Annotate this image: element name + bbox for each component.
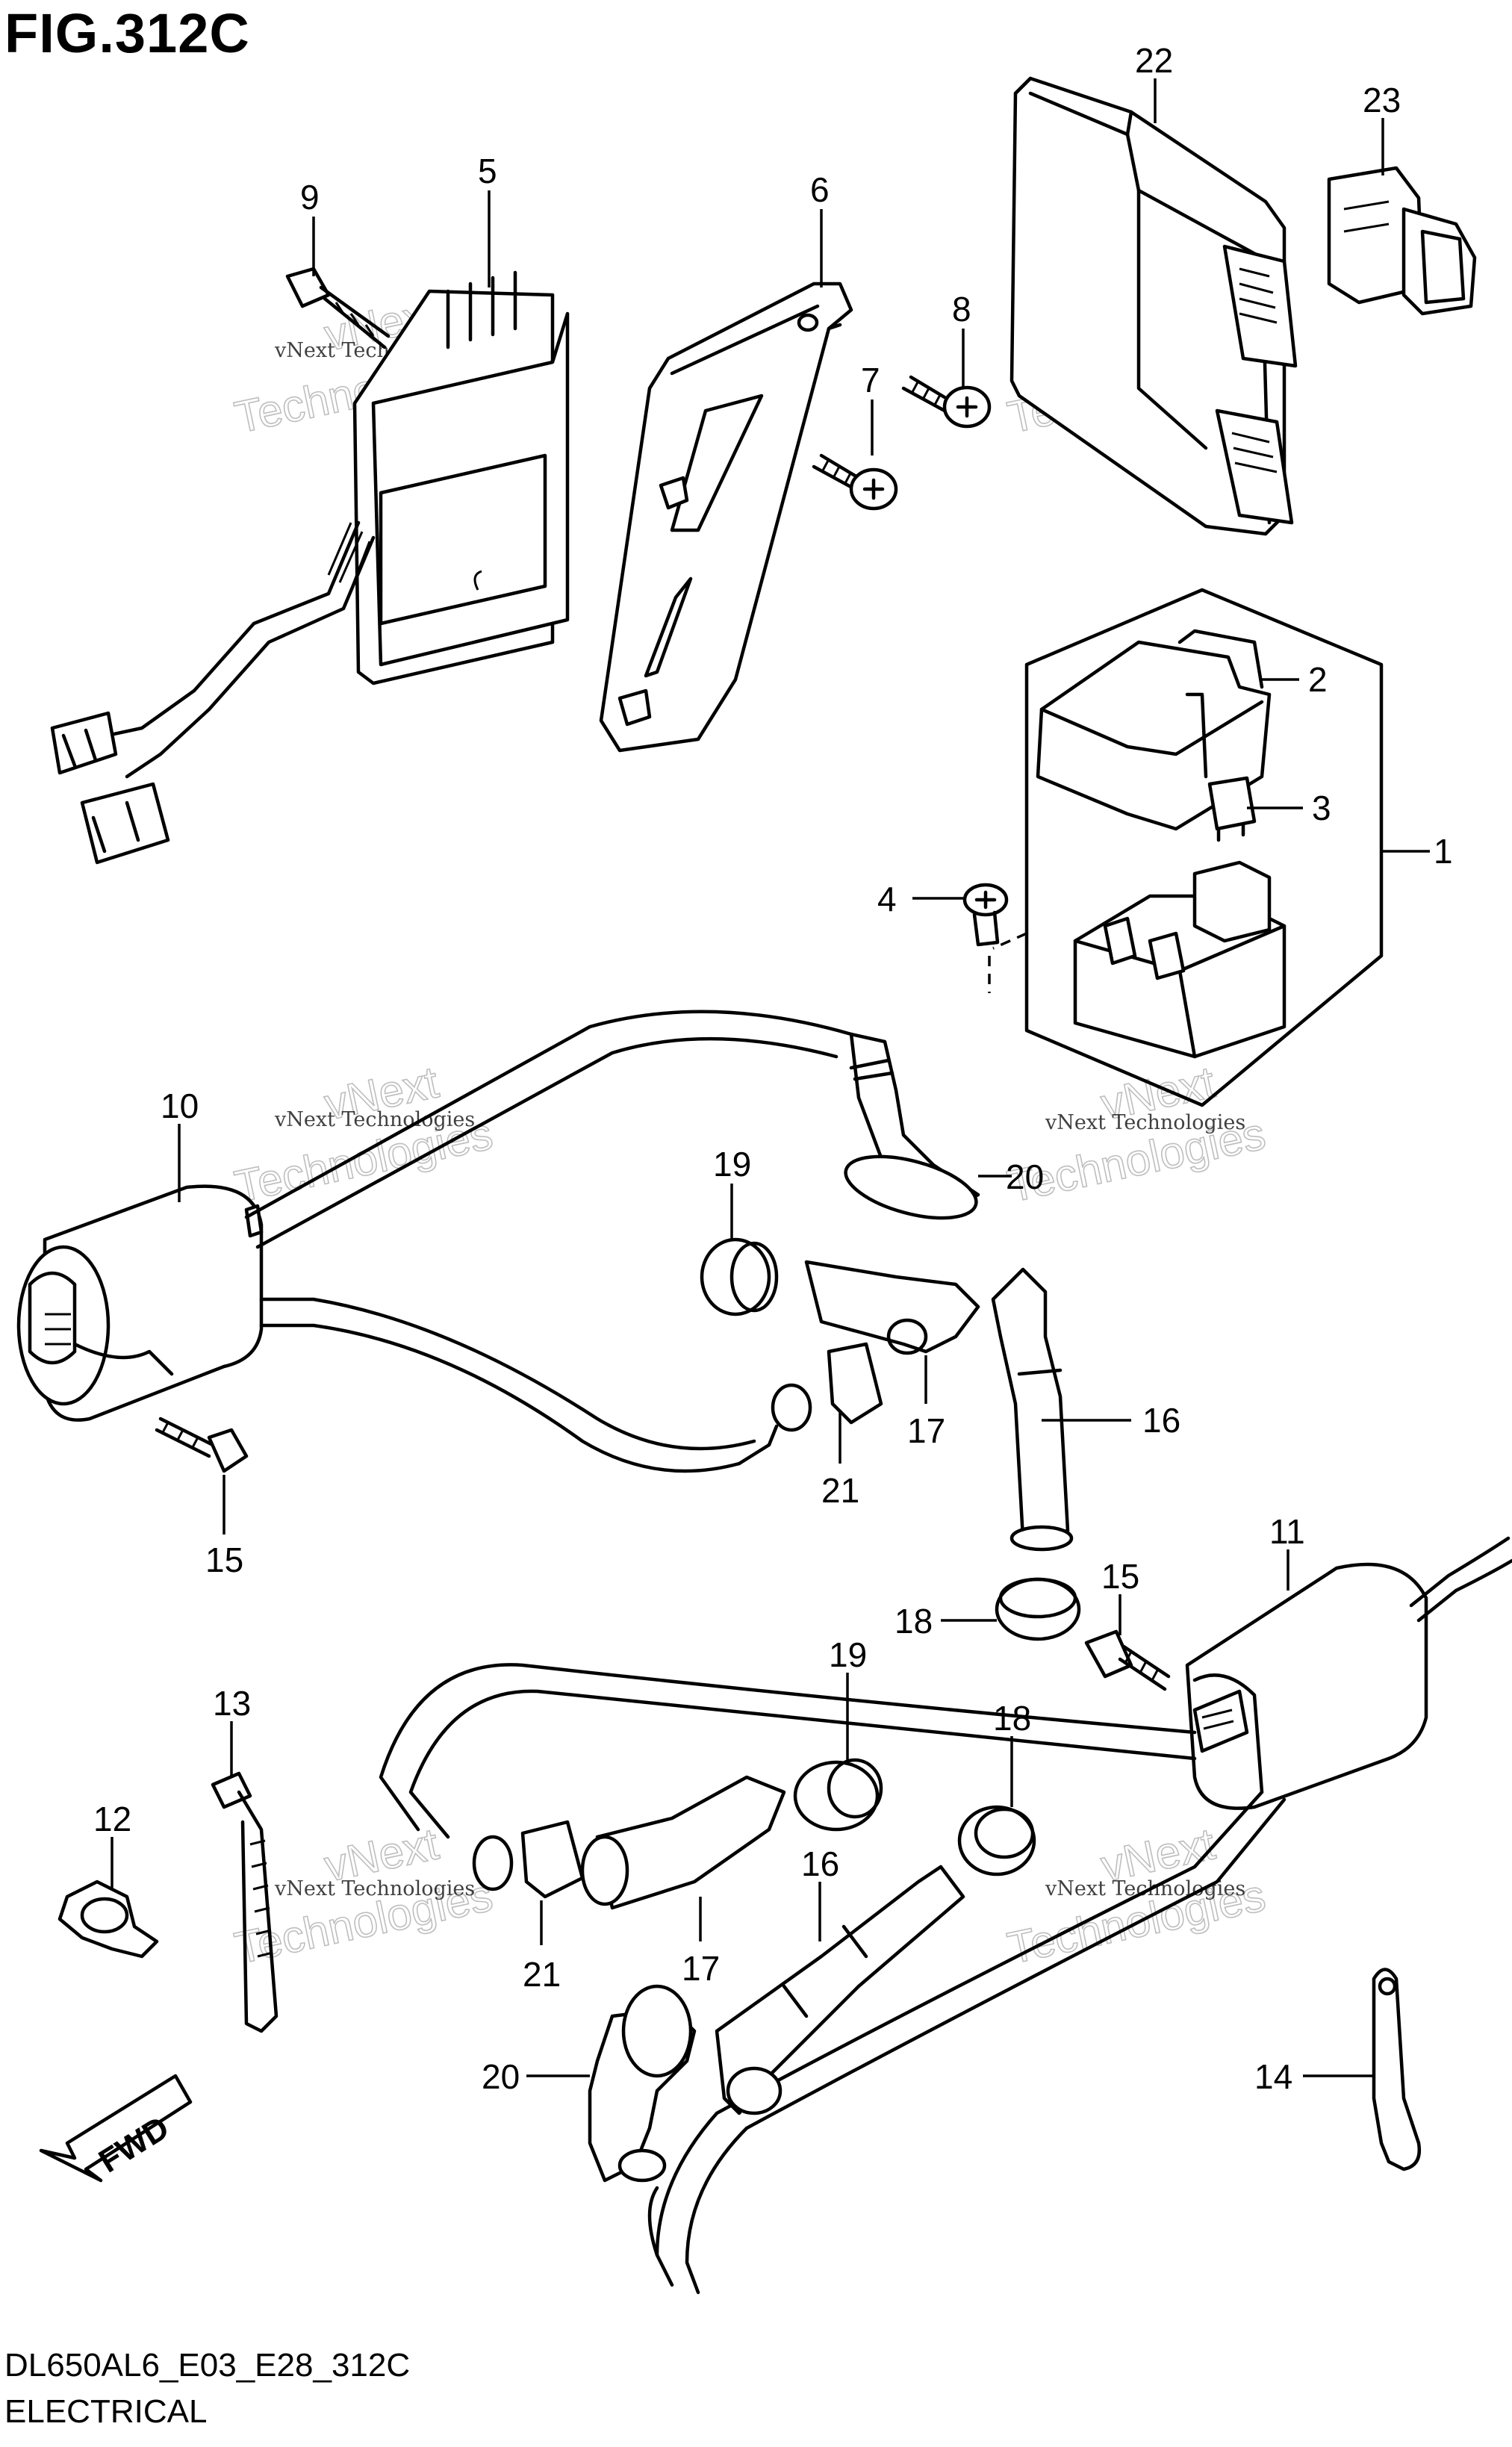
callout-16-upper: 16	[1142, 1401, 1180, 1440]
callout-7: 7	[861, 361, 880, 399]
part-6-bracket[interactable]	[599, 282, 853, 753]
part-1-starter-relay-assy[interactable]	[1024, 588, 1384, 1107]
callout-16-lower: 16	[801, 1844, 839, 1883]
callout-9: 9	[300, 178, 320, 217]
part-20-plug-cap-upper[interactable]	[839, 1032, 983, 1230]
relay-body[interactable]	[1073, 860, 1287, 1059]
callout-1: 1	[1434, 832, 1453, 871]
high-tension-cord-lower[interactable]	[379, 1663, 1287, 2295]
part-3-fuse[interactable]	[1207, 776, 1257, 842]
callout-18-lower: 18	[993, 1699, 1031, 1738]
part-17-boot-upper[interactable]	[804, 1260, 980, 1355]
part-5-regulator[interactable]	[50, 270, 570, 865]
part-21-grommet-lower[interactable]	[472, 1820, 585, 1899]
callout-12: 12	[93, 1800, 131, 1838]
part-9-bolt[interactable]	[285, 267, 391, 349]
part-16-cap-tube-lower[interactable]	[715, 1865, 965, 2115]
part-10-ignition-coil[interactable]	[16, 1184, 264, 1422]
callout-19-upper: 19	[713, 1145, 751, 1184]
callout-17-upper: 17	[907, 1411, 945, 1450]
callout-4: 4	[877, 880, 897, 918]
part-11-ignition-coil[interactable]	[1185, 1536, 1512, 1810]
watermark-text: vNext Technologies	[1045, 1877, 1245, 1900]
callout-5: 5	[478, 152, 497, 190]
part-18-seal-upper[interactable]	[995, 1577, 1081, 1641]
callout-11: 11	[1269, 1512, 1305, 1551]
callout-2: 2	[1308, 660, 1328, 699]
callout-17-lower: 17	[682, 1949, 720, 1988]
callout-3: 3	[1312, 789, 1331, 827]
part-19-seal-lower[interactable]	[793, 1758, 883, 1832]
part-17-boot-lower[interactable]	[580, 1775, 786, 1910]
callout-15-lower: 15	[1101, 1557, 1139, 1596]
part-12-clamp[interactable]	[57, 1879, 159, 1959]
part-7-screw[interactable]	[812, 453, 898, 511]
part-21-grommet-upper[interactable]	[771, 1342, 883, 1432]
callout-23: 23	[1363, 81, 1401, 119]
part-18-seal-lower[interactable]	[957, 1805, 1036, 1877]
callout-19-lower: 19	[829, 1635, 867, 1674]
callout-20-lower: 20	[482, 2057, 520, 2096]
part-16-cap-tube-upper[interactable]	[991, 1267, 1074, 1552]
part-22-ecm[interactable]	[1009, 76, 1298, 536]
part-8-screw[interactable]	[901, 375, 992, 429]
part-20-plug-cap-lower[interactable]	[588, 1984, 697, 2183]
callout-8: 8	[952, 290, 971, 329]
diagram-code: DL650AL6_E03_E28_312C	[4, 2347, 411, 2384]
callout-14: 14	[1254, 2057, 1292, 2096]
callout-20-upper: 20	[1006, 1157, 1044, 1196]
part-4-screw[interactable]	[962, 883, 1027, 993]
watermark-text: vNext Technologies	[274, 1108, 475, 1131]
fwd-arrow: FWD	[39, 2074, 193, 2183]
callout-18-upper: 18	[895, 1602, 933, 1641]
part-19-seal-upper[interactable]	[700, 1237, 779, 1316]
part-13-cable-tie[interactable]	[211, 1771, 279, 2033]
callout-13: 13	[213, 1684, 251, 1723]
part-15-bolt-upper[interactable]	[155, 1417, 249, 1473]
high-tension-cord-upper[interactable]	[244, 1010, 853, 1473]
part-14-clip[interactable]	[1372, 1968, 1422, 2171]
diagram-name: ELECTRICAL	[4, 2393, 208, 2430]
callout-15-upper: 15	[205, 1540, 243, 1579]
figure-title: FIG.312C	[4, 2, 250, 64]
callouts: 9 5 6 7 8 22 23 2 3 1 4 10 15 19 20 16 1	[93, 41, 1453, 2096]
callout-6: 6	[810, 170, 830, 209]
part-15-bolt-lower[interactable]	[1084, 1629, 1171, 1691]
callout-21-upper: 21	[821, 1471, 859, 1510]
watermark-text: vNext Technologies	[274, 1877, 475, 1900]
callout-10: 10	[161, 1086, 199, 1125]
watermark-text: vNext Technologies	[1045, 1111, 1245, 1134]
part-23-connector[interactable]	[1327, 166, 1477, 316]
callout-22: 22	[1135, 41, 1173, 80]
callout-21-lower: 21	[523, 1955, 561, 1994]
